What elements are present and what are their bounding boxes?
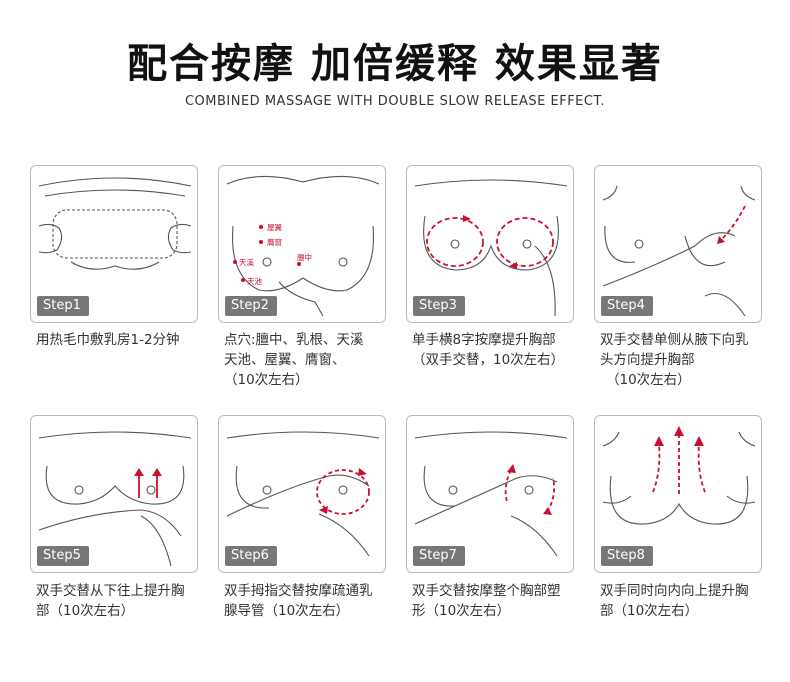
step2-desc-line-1: 点穴:膻中、乳根、天溪: [224, 332, 364, 348]
step4-desc-line-3: （10次左右）: [606, 372, 691, 388]
step7-badge: Step7: [413, 546, 465, 566]
point-label-1: 屋翼: [267, 223, 282, 232]
step8-desc-line-1: 双手同时向内向上提升胸: [600, 583, 749, 599]
step8-desc-line-2: 部（10次左右）: [600, 603, 699, 619]
step-card-6: Step6: [218, 415, 386, 573]
step-card-7: Step7: [406, 415, 574, 573]
step6-desc-line-2: 腺导管（10次左右）: [224, 603, 350, 619]
step6-badge: Step6: [225, 546, 277, 566]
step-card-8: Step8: [594, 415, 762, 573]
point-label-5: 天池: [247, 276, 262, 286]
step2-desc-line-3: （10次左右）: [224, 372, 309, 388]
step5-illustration: [38, 431, 192, 567]
step4-desc-line-1: 双手交替单侧从腋下向乳: [600, 332, 749, 348]
step8-illustration: [602, 426, 756, 525]
step4-badge: Step4: [601, 296, 653, 316]
step3-desc-line-2: （双手交替，10次左右）: [412, 352, 565, 368]
step1-badge: Step1: [37, 296, 89, 316]
step5-badge: Step5: [37, 546, 89, 566]
step4-illustration: [602, 185, 756, 317]
step5-desc-line-1: 双手交替从下往上提升胸: [36, 583, 185, 599]
step1-illustration: [38, 177, 192, 270]
step7-illustration: [414, 431, 568, 557]
step-card-1: Step1: [30, 165, 198, 323]
page-subtitle: COMBINED MASSAGE WITH DOUBLE SLOW RELEAS…: [184, 94, 606, 109]
step6-illustration: [226, 431, 380, 557]
step3-desc-line-1: 单手横8字按摩提升胸部: [412, 332, 556, 348]
step6-desc-line-1: 双手拇指交替按摩疏通乳: [224, 583, 373, 599]
point-label-3: 天溪: [239, 257, 254, 267]
step2-desc-line-2: 天池、屋翼、膺窗、: [224, 352, 346, 368]
step-card-3: Step3: [406, 165, 574, 323]
step7-desc-line-2: 形（10次左右）: [412, 603, 511, 619]
step3-illustration: [414, 179, 568, 317]
step1-desc-line-1: 用热毛巾敷乳房1-2分钟: [36, 332, 180, 348]
step1-description: 用热毛巾敷乳房1-2分钟: [36, 330, 208, 350]
step-card-2: 屋翼 膺窗 天溪 膻中 天池 Step2: [218, 165, 386, 323]
step3-description: 单手横8字按摩提升胸部 （双手交替，10次左右）: [412, 330, 584, 370]
step5-desc-line-2: 部（10次左右）: [36, 603, 135, 619]
step8-description: 双手同时向内向上提升胸 部（10次左右）: [600, 581, 772, 621]
step4-description: 双手交替单侧从腋下向乳 头方向提升胸部 （10次左右）: [600, 330, 772, 390]
step2-description: 点穴:膻中、乳根、天溪 天池、屋翼、膺窗、 （10次左右）: [224, 330, 396, 390]
step4-desc-line-2: 头方向提升胸部: [600, 352, 695, 368]
point-label-2: 膺窗: [267, 237, 282, 247]
step6-description: 双手拇指交替按摩疏通乳 腺导管（10次左右）: [224, 581, 396, 621]
step2-illustration: 屋翼 膺窗 天溪 膻中 天池: [226, 175, 380, 317]
step7-desc-line-1: 双手交替按摩整个胸部塑: [412, 583, 561, 599]
step5-description: 双手交替从下往上提升胸 部（10次左右）: [36, 581, 208, 621]
point-label-4: 膻中: [297, 252, 312, 262]
step7-description: 双手交替按摩整个胸部塑 形（10次左右）: [412, 581, 584, 621]
step3-badge: Step3: [413, 296, 465, 316]
step-card-5: Step5: [30, 415, 198, 573]
step-card-4: Step4: [594, 165, 762, 323]
page-title: 配合按摩 加倍缓释 效果显著: [127, 41, 663, 87]
step8-badge: Step8: [601, 546, 653, 566]
step2-badge: Step2: [225, 296, 277, 316]
